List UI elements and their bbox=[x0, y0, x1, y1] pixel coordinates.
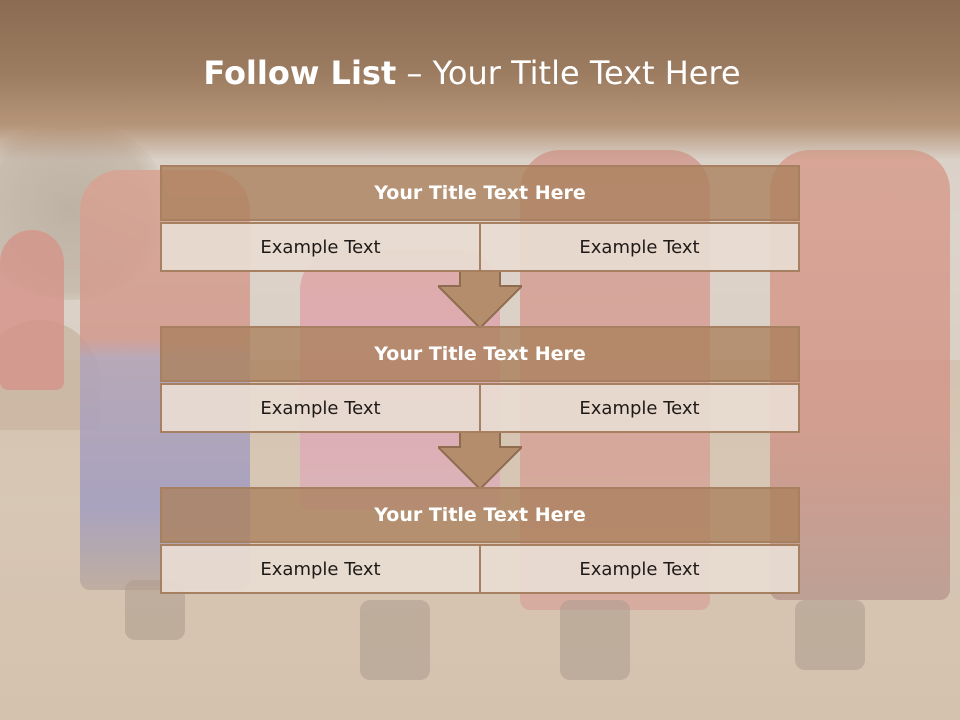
step-title: Your Title Text Here bbox=[160, 326, 800, 382]
flow-step-3: Your Title Text Here Example Text Exampl… bbox=[160, 487, 800, 594]
step-row: Example Text Example Text bbox=[160, 222, 800, 272]
step-cell-left: Example Text bbox=[160, 222, 480, 272]
step-title: Your Title Text Here bbox=[160, 487, 800, 543]
step-cell-right: Example Text bbox=[480, 222, 800, 272]
person-legs bbox=[560, 600, 630, 680]
title-band bbox=[0, 0, 960, 160]
person-figure bbox=[0, 230, 64, 390]
flow-step-2: Your Title Text Here Example Text Exampl… bbox=[160, 326, 800, 433]
person-legs bbox=[795, 600, 865, 670]
slide-title: Follow List – Your Title Text Here bbox=[0, 54, 944, 92]
flow-step-1: Your Title Text Here Example Text Exampl… bbox=[160, 165, 800, 272]
step-cell-right: Example Text bbox=[480, 383, 800, 433]
step-cell-left: Example Text bbox=[160, 383, 480, 433]
person-figure bbox=[770, 150, 950, 600]
step-row: Example Text Example Text bbox=[160, 544, 800, 594]
down-arrow-icon bbox=[438, 270, 522, 328]
step-cell-right: Example Text bbox=[480, 544, 800, 594]
slide-title-rest: – Your Title Text Here bbox=[396, 54, 741, 92]
slide-title-bold: Follow List bbox=[203, 54, 397, 92]
step-cell-left: Example Text bbox=[160, 544, 480, 594]
step-row: Example Text Example Text bbox=[160, 383, 800, 433]
step-title: Your Title Text Here bbox=[160, 165, 800, 221]
down-arrow-icon bbox=[438, 431, 522, 489]
person-legs bbox=[360, 600, 430, 680]
